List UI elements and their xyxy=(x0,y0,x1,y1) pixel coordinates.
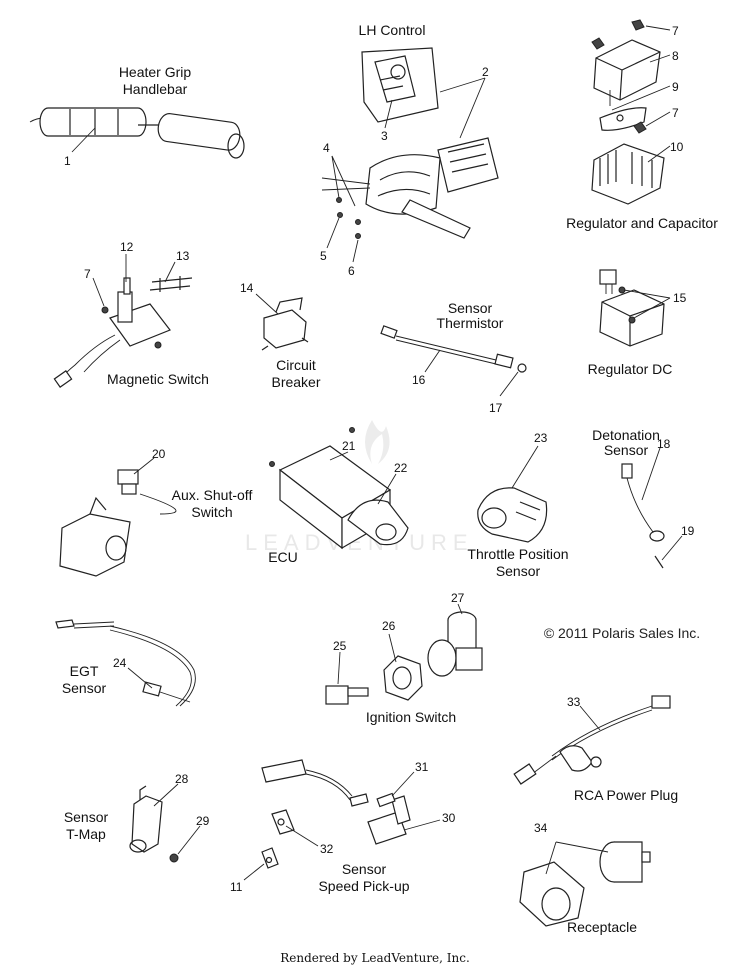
callout-3: 3 xyxy=(381,129,388,143)
callout-9: 9 xyxy=(672,80,679,94)
regulator-capacitor-illustration xyxy=(591,19,665,205)
detonation-label: Detonation xyxy=(592,427,660,443)
magnetic-switch-illustration xyxy=(53,276,193,388)
sensor-thermistor-illustration xyxy=(380,325,527,373)
throttle-position-label: Throttle Position xyxy=(467,546,568,562)
handlebar-label: Handlebar xyxy=(123,81,188,97)
callout-7b: 7 xyxy=(672,106,679,120)
heater-grip-illustration xyxy=(29,107,245,159)
sensor-thermistor-label-2: Thermistor xyxy=(437,315,504,331)
callout-27: 27 xyxy=(451,591,465,605)
callout-18: 18 xyxy=(657,437,671,451)
sensor-tmap-illustration xyxy=(129,785,179,863)
copyright-text: © 2011 Polaris Sales Inc. xyxy=(544,625,700,641)
callout-13: 13 xyxy=(176,249,190,263)
throttle-sensor-label: Sensor xyxy=(496,563,541,579)
speed-pickup-label-2: Speed Pick-up xyxy=(318,878,409,894)
aux-shutoff-label: Aux. Shut-off xyxy=(172,487,253,503)
heater-grip-label: Heater Grip xyxy=(119,64,192,80)
callout-2: 2 xyxy=(482,65,489,79)
magnetic-switch-label: Magnetic Switch xyxy=(107,371,209,387)
rca-power-plug-label: RCA Power Plug xyxy=(574,787,678,803)
switch-label: Switch xyxy=(191,504,232,520)
ecu-illustration xyxy=(269,427,409,550)
breaker-label: Breaker xyxy=(271,374,320,390)
callout-28: 28 xyxy=(175,772,189,786)
callout-25: 25 xyxy=(333,639,347,653)
regulator-dc-label: Regulator DC xyxy=(588,361,673,377)
callout-32: 32 xyxy=(320,842,334,856)
callout-34: 34 xyxy=(534,821,548,835)
callout-26: 26 xyxy=(382,619,396,633)
egt-label: EGT xyxy=(70,663,99,679)
egt-sensor-label: Sensor xyxy=(62,680,107,696)
detonation-sensor-label: Sensor xyxy=(604,442,649,458)
callout-1: 1 xyxy=(64,154,71,168)
callout-33: 33 xyxy=(567,695,581,709)
regulator-capacitor-label: Regulator and Capacitor xyxy=(566,215,718,231)
ignition-switch-label: Ignition Switch xyxy=(366,709,456,725)
callout-8: 8 xyxy=(672,49,679,63)
callout-10: 10 xyxy=(670,140,684,154)
egt-sensor-illustration xyxy=(55,619,196,707)
ignition-switch-illustration xyxy=(325,611,483,705)
callout-16: 16 xyxy=(412,373,426,387)
detonation-sensor-illustration xyxy=(621,463,665,569)
callout-24: 24 xyxy=(113,656,127,670)
ecu-label: ECU xyxy=(268,549,298,565)
sensor-thermistor-label-1: Sensor xyxy=(448,300,493,316)
callout-7a: 7 xyxy=(672,24,679,38)
circuit-label: Circuit xyxy=(276,357,316,373)
callout-22: 22 xyxy=(394,461,408,475)
speed-pickup-illustration xyxy=(261,759,411,869)
callout-19: 19 xyxy=(681,524,695,538)
callout-15: 15 xyxy=(673,291,687,305)
receptacle-illustration xyxy=(519,841,651,927)
callout-17: 17 xyxy=(489,401,503,415)
footer-credit: Rendered by LeadVenture, Inc. xyxy=(280,951,470,965)
receptacle-label: Receptacle xyxy=(567,919,637,935)
regulator-dc-illustration xyxy=(599,269,665,347)
callout-11: 11 xyxy=(230,880,243,894)
speed-pickup-label-1: Sensor xyxy=(342,861,387,877)
callout-20: 20 xyxy=(152,447,166,461)
callout-29: 29 xyxy=(196,814,210,828)
callout-7c: 7 xyxy=(84,267,91,281)
callout-4: 4 xyxy=(323,141,330,155)
throttle-position-illustration xyxy=(477,487,548,543)
lh-control-label: LH Control xyxy=(359,22,426,38)
callout-12: 12 xyxy=(120,240,134,254)
aux-shutoff-illustration xyxy=(59,469,177,577)
sensor-tmap-label-2: T-Map xyxy=(66,826,106,842)
callout-5: 5 xyxy=(320,249,327,263)
callout-31: 31 xyxy=(415,760,429,774)
callout-30: 30 xyxy=(442,811,456,825)
rca-power-plug-illustration xyxy=(513,695,671,785)
callout-14: 14 xyxy=(240,281,254,295)
callout-21: 21 xyxy=(342,439,356,453)
callout-6: 6 xyxy=(348,264,355,278)
sensor-tmap-label-1: Sensor xyxy=(64,809,109,825)
callout-23: 23 xyxy=(534,431,548,445)
circuit-breaker-illustration xyxy=(261,297,309,351)
lh-control-illustration xyxy=(321,47,499,239)
